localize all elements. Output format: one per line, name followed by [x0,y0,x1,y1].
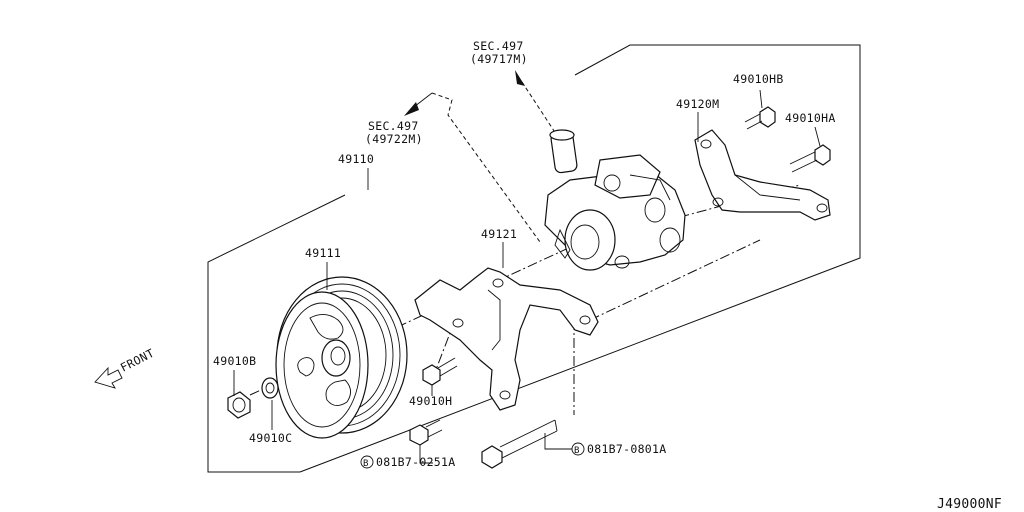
arrow-49717M [515,70,525,86]
label-front: FRONT [118,346,157,375]
nut-49010B [227,391,251,419]
leader-49010HB [759,89,763,109]
label-49010H: 49010H [409,394,452,408]
bolt-49010H [422,357,458,386]
assembly-frame-right [299,44,861,473]
label-49010C: 49010C [249,431,292,445]
dashed-leader-49717M [521,81,561,141]
callout-081B7-0801A: B 081B7-0801A [571,442,666,456]
front-indicator: FRONT [94,346,157,389]
label-sec-497-top: SEC.497 [473,39,524,53]
label-081B7-0801A: 081B7-0801A [587,442,666,456]
front-arrow-icon [94,366,123,389]
label-49010HB: 49010HB [733,72,784,86]
label-49717M: (49717M) [470,52,528,66]
leader-49010HA [814,126,821,147]
leader-0801A [544,433,572,450]
power-steering-pump [544,129,686,271]
bolt-axis-2 [431,319,456,381]
diagram-code: J49000NF [937,497,1002,512]
pulley-49111 [275,276,408,439]
bolt-081B7-0251A [409,419,443,446]
bolt-49010HA [789,144,831,173]
label-49722M: (49722M) [365,132,423,146]
leader-0251A [419,445,433,464]
label-49010HA: 49010HA [785,111,836,125]
label-49111: 49111 [305,246,341,260]
callout-081B7-0251A: B 081B7-0251A [360,455,455,469]
assembly-frame [207,194,346,473]
bracket-49120M [694,129,831,221]
arrow-shaft-49722M [409,92,433,111]
label-49121: 49121 [481,227,517,241]
bracket-axis [589,239,761,321]
label-081B7-0251A: 081B7-0251A [376,455,455,469]
bolt-49010HB [744,106,776,130]
label-49010B: 49010B [213,354,256,368]
dashed-leader-49722M [431,92,541,243]
bracket-49121 [414,267,599,411]
label-49120M: 49120M [676,97,719,111]
washer-49010C [261,377,279,399]
label-sec-497-mid: SEC.497 [368,119,419,133]
bolt-marker-b: B [363,459,369,469]
bolt-marker-b: B [574,446,580,456]
bolt-081B7-0801A [481,419,558,469]
label-49110: 49110 [338,152,374,166]
